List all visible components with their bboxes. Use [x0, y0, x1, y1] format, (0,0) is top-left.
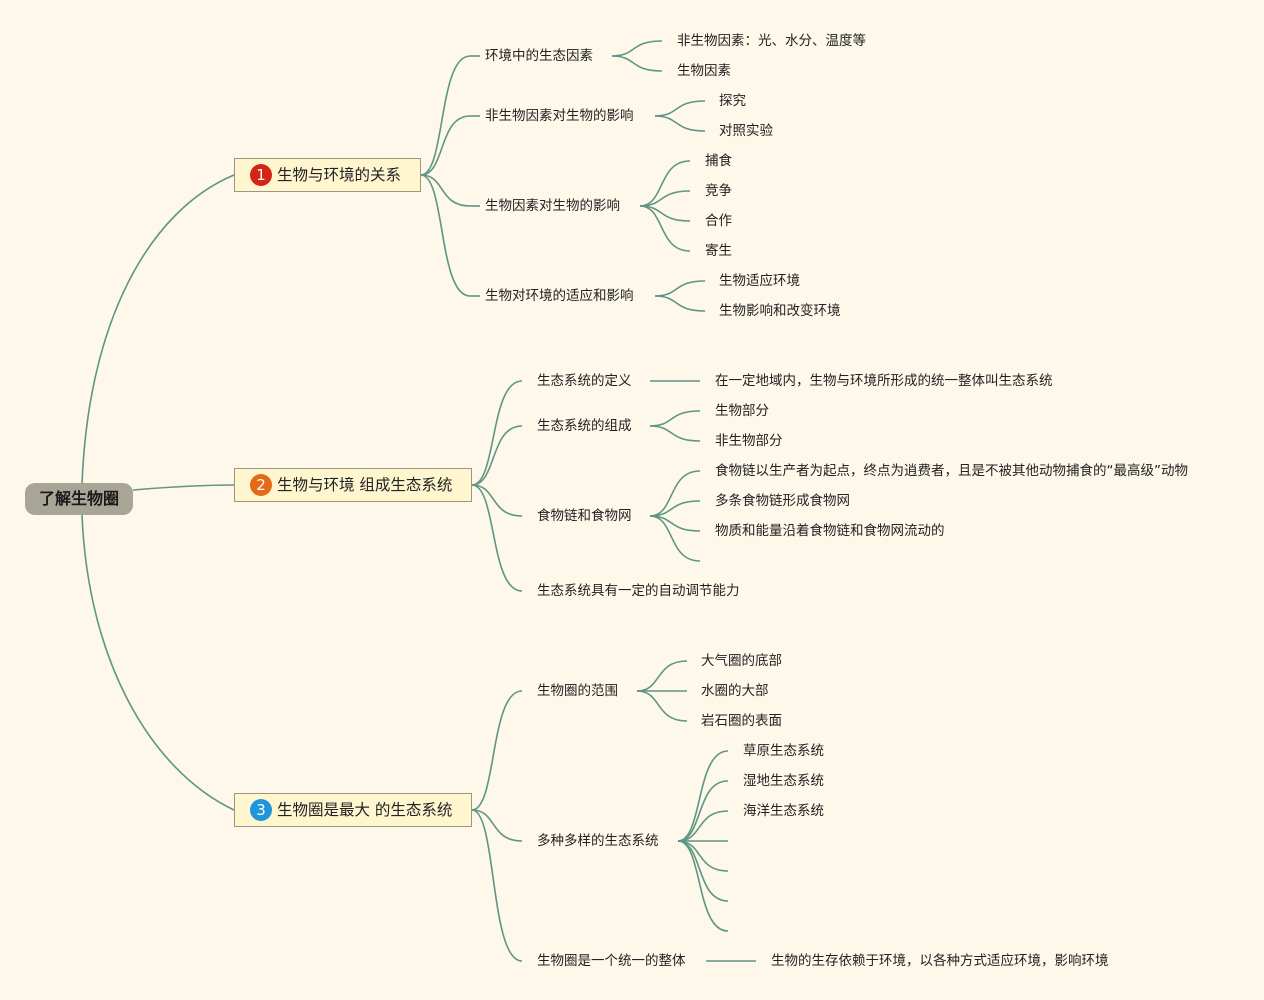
leaf-3-1-2[interactable]: 水圈的大部 [701, 683, 769, 699]
leaf-3-2-2[interactable]: 湿地生态系统 [743, 773, 824, 789]
topic-1-1[interactable]: 环境中的生态因素 [485, 48, 593, 64]
leaf-2-3-3[interactable]: 物质和能量沿着食物链和食物网流动的 [715, 523, 945, 539]
branch-3-node[interactable]: 3 生物圈是最大 的生态系统 [234, 793, 472, 827]
number-3-badge-icon: 3 [250, 799, 272, 821]
leaf-1-1-2[interactable]: 生物因素 [677, 63, 731, 79]
leaf-1-2-2[interactable]: 对照实验 [719, 123, 773, 139]
leaf-2-2-1[interactable]: 生物部分 [715, 403, 769, 419]
leaf-3-1-1[interactable]: 大气圈的底部 [701, 653, 782, 669]
topic-3-1[interactable]: 生物圈的范围 [537, 683, 618, 699]
branch-3-label: 生物圈是最大 的生态系统 [277, 801, 453, 819]
topic-3-2[interactable]: 多种多样的生态系统 [537, 833, 659, 849]
topic-2-2[interactable]: 生态系统的组成 [537, 418, 632, 434]
leaf-3-3-1[interactable]: 生物的生存依赖于环境，以各种方式适应环境，影响环境 [771, 953, 1109, 969]
topic-1-2[interactable]: 非生物因素对生物的影响 [485, 108, 634, 124]
topic-2-4[interactable]: 生态系统具有一定的自动调节能力 [537, 583, 740, 599]
topic-1-4[interactable]: 生物对环境的适应和影响 [485, 288, 634, 304]
leaf-1-3-1[interactable]: 捕食 [705, 153, 732, 169]
leaf-1-4-1[interactable]: 生物适应环境 [719, 273, 800, 289]
number-1-badge-icon: 1 [250, 164, 272, 186]
topic-1-3[interactable]: 生物因素对生物的影响 [485, 198, 620, 214]
branch-2-node[interactable]: 2 生物与环境 组成生态系统 [234, 468, 472, 502]
leaf-2-1-1[interactable]: 在一定地域内，生物与环境所形成的统一整体叫生态系统 [715, 373, 1053, 389]
branch-2-label: 生物与环境 组成生态系统 [277, 476, 453, 494]
branch-1-label: 生物与环境的关系 [277, 166, 402, 184]
branch-1-node[interactable]: 1 生物与环境的关系 [234, 158, 421, 192]
leaf-2-2-2[interactable]: 非生物部分 [715, 433, 783, 449]
number-2-badge-icon: 2 [250, 474, 272, 496]
leaf-1-3-2[interactable]: 竞争 [705, 183, 732, 199]
root-node[interactable]: 了解生物圈 [25, 483, 133, 515]
leaf-3-2-3[interactable]: 海洋生态系统 [743, 803, 824, 819]
leaf-3-2-1[interactable]: 草原生态系统 [743, 743, 824, 759]
leaf-2-3-2[interactable]: 多条食物链形成食物网 [715, 493, 850, 509]
topic-2-3[interactable]: 食物链和食物网 [537, 508, 632, 524]
leaf-2-3-1[interactable]: 食物链以生产者为起点，终点为逍费者，且是不被其他动物捕食的“最高级”动物 [715, 463, 1188, 479]
topic-3-3[interactable]: 生物圈是一个统一的整体 [537, 953, 686, 969]
topic-2-1[interactable]: 生态系统的定义 [537, 373, 632, 389]
leaf-1-3-4[interactable]: 寄生 [705, 243, 732, 259]
leaf-3-1-3[interactable]: 岩石圈的表面 [701, 713, 782, 729]
leaf-1-2-1[interactable]: 探究 [719, 93, 746, 109]
leaf-1-1-1[interactable]: 非生物因素：光、水分、温度等 [677, 33, 866, 49]
leaf-1-4-2[interactable]: 生物影响和改变环境 [719, 303, 841, 319]
leaf-1-3-3[interactable]: 合作 [705, 213, 732, 229]
